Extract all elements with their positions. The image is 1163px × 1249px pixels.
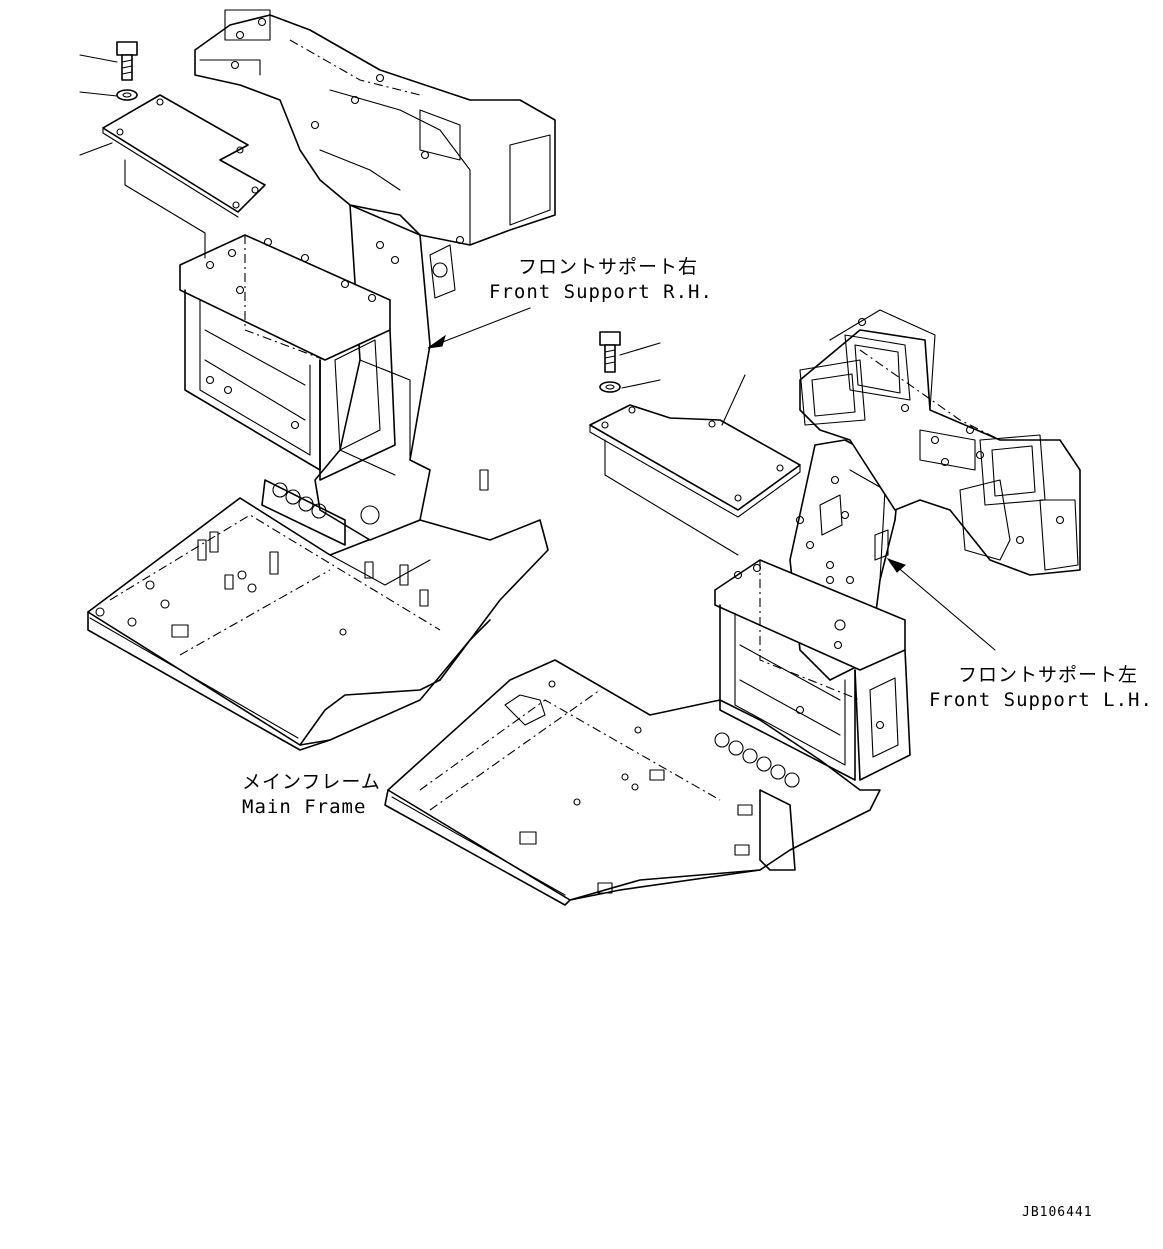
drawing-code: JB106441 [1022, 1205, 1093, 1220]
front-support-rh-label-jp: フロントサポート右 [518, 256, 699, 278]
main-frame-label-en: Main Frame [242, 796, 367, 818]
front-support-lh-label-jp: フロントサポート左 [958, 664, 1139, 686]
front-support-lh-assembly [384, 309, 1081, 906]
front-support-lh-label-en: Front Support L.H. [929, 689, 1153, 711]
front-support-rh-label-en: Front Support R.H. [489, 281, 713, 303]
main-frame-label-jp: メインフレーム [242, 771, 381, 793]
front-support-rh-assembly [79, 9, 556, 751]
